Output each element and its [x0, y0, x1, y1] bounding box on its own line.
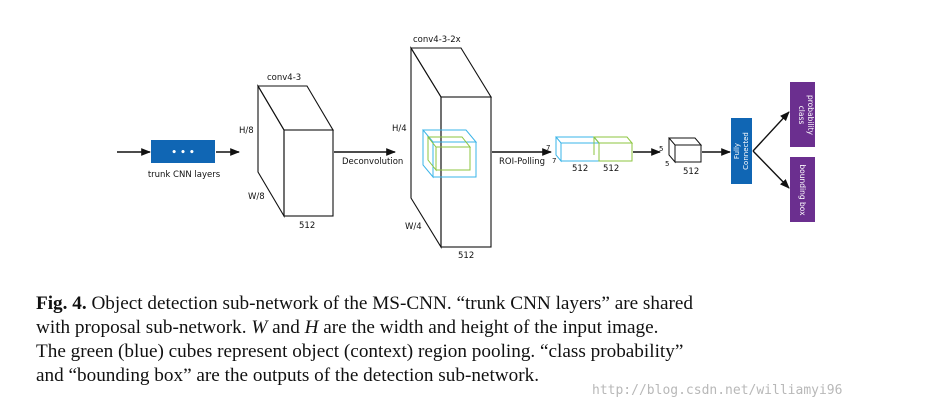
- deconvolution-label: Deconvolution: [342, 157, 403, 167]
- pooled-depth-label-1: 512: [572, 164, 588, 174]
- class-prob-label-1: class: [797, 106, 806, 125]
- object-region-cube: [426, 136, 472, 172]
- conv43-title: conv4-3: [267, 73, 301, 83]
- figure-caption: Fig. 4. Object detection sub-network of …: [36, 292, 916, 388]
- pooled-height-label: 7: [546, 144, 550, 152]
- conv43-width-label: W/8: [248, 192, 265, 202]
- caption-line-2-c: are the width and height of the input im…: [318, 317, 659, 338]
- pooled-width-label: 7: [552, 157, 556, 165]
- pooled-object-cube: [592, 136, 634, 162]
- watermark: http://blog.csdn.net/williamyi96: [592, 383, 843, 398]
- roi-pooling-label: ROI-Polling: [499, 157, 545, 167]
- ms-cnn-detection-diagram: • • • trunk CNN layers conv4-3 H/8 W/8 5…: [117, 35, 815, 261]
- reduced-cube: [667, 137, 703, 164]
- small-width-label: 5: [665, 160, 669, 168]
- fc-label-1: Fully: [733, 143, 741, 159]
- conv43-depth-label: 512: [299, 221, 315, 231]
- bbox-label: bounding box: [798, 164, 807, 216]
- conv432x-cube: [410, 46, 492, 249]
- caption-line-4: and “bounding box” are the outputs of th…: [36, 365, 540, 386]
- trunk-label: trunk CNN layers: [148, 170, 221, 180]
- small-depth-label: 512: [683, 167, 699, 177]
- conv43-height-label: H/8: [239, 126, 254, 136]
- conv432x-depth-label: 512: [458, 251, 474, 261]
- fc-label-2: Connected: [742, 132, 750, 170]
- conv432x-title: conv4-3-2x: [413, 35, 461, 45]
- conv43-cube: [257, 83, 334, 219]
- caption-line-1-text: Object detection sub-network of the MS-C…: [86, 293, 694, 314]
- conv432x-width-label: W/4: [405, 222, 422, 232]
- trunk-cnn-box: [151, 140, 215, 163]
- class-probability-box: [790, 82, 815, 147]
- trunk-dots: • • •: [171, 148, 195, 158]
- caption-figure-label: Fig. 4.: [36, 293, 87, 314]
- caption-line-2: with proposal sub-network. W and H are t…: [36, 316, 916, 340]
- small-height-label: 5: [659, 145, 663, 153]
- caption-line-2-b: and: [267, 317, 305, 338]
- pooled-context-cube: [554, 136, 601, 163]
- class-prob-label-2: probability: [806, 95, 815, 136]
- conv432x-height-label: H/4: [392, 124, 407, 134]
- caption-line-1: Fig. 4. Object detection sub-network of …: [36, 292, 916, 316]
- caption-var-h: H: [304, 317, 319, 338]
- pooled-depth-label-2: 512: [603, 164, 619, 174]
- caption-line-3: The green (blue) cubes represent object …: [36, 341, 684, 362]
- arrow-to-bbox: [752, 150, 790, 189]
- arrow-to-class-prob: [752, 111, 790, 152]
- context-region-cube: [421, 129, 478, 179]
- bounding-box-output-box: [790, 157, 815, 222]
- fully-connected-box: [731, 118, 752, 184]
- caption-line-2-a: with proposal sub-network.: [36, 317, 252, 338]
- caption-var-w: W: [251, 317, 268, 338]
